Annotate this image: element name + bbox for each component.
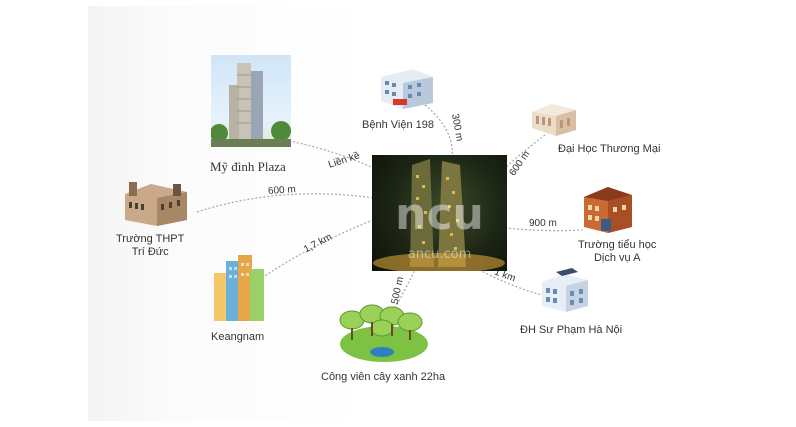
distance-truong-tieu-hoc: 900 m [529,218,557,229]
hospital-icon [373,63,439,114]
link-thpt [196,193,376,213]
link-truong-th [504,227,583,232]
label-my-dinh-plaza: Mỹ đình Plaza [210,159,286,174]
label-truong-thpt-line2: Trí Đức [131,246,169,258]
label-truong-tieu-hoc-line1: Trường tiểu học [578,239,657,251]
pedagogy-university-icon [538,268,592,319]
label-cong-vien: Công viên cây xanh 22ha [321,371,446,383]
label-truong-tieu-hoc: Trường tiểu học Dịch vụ A [578,239,656,265]
link-keangnam [261,217,379,279]
label-dai-hoc-thuong-mai: Đại Học Thương Mại [558,143,661,155]
keangnam-towers-icon [210,253,270,326]
watermark-site: ancu.com [407,247,472,262]
label-keangnam: Keangnam [211,331,265,343]
label-dh-su-pham: ĐH Sư Phạm Hà Nội [520,324,623,336]
distance-truong-thpt: 600 m [267,184,297,197]
watermark-logo: ncu [395,189,484,240]
label-truong-tieu-hoc-line2: Dịch vụ A [593,252,641,264]
primary-school-icon [580,183,636,240]
university-icon [530,98,580,143]
label-truong-thpt-line1: Trường THPT [116,233,185,245]
label-truong-thpt: Trường THPT Trí Đức [116,233,184,259]
label-benh-vien: Bệnh Viện 198 [362,119,434,131]
park-trees-icon [334,302,434,369]
project-center-photo: ncu ancu.com [372,155,507,271]
high-school-icon [121,180,191,233]
link-dai-hoc [504,134,546,169]
link-plaza [284,139,379,171]
my-dinh-plaza-photo [210,55,291,147]
link-benh-vien [424,104,453,159]
